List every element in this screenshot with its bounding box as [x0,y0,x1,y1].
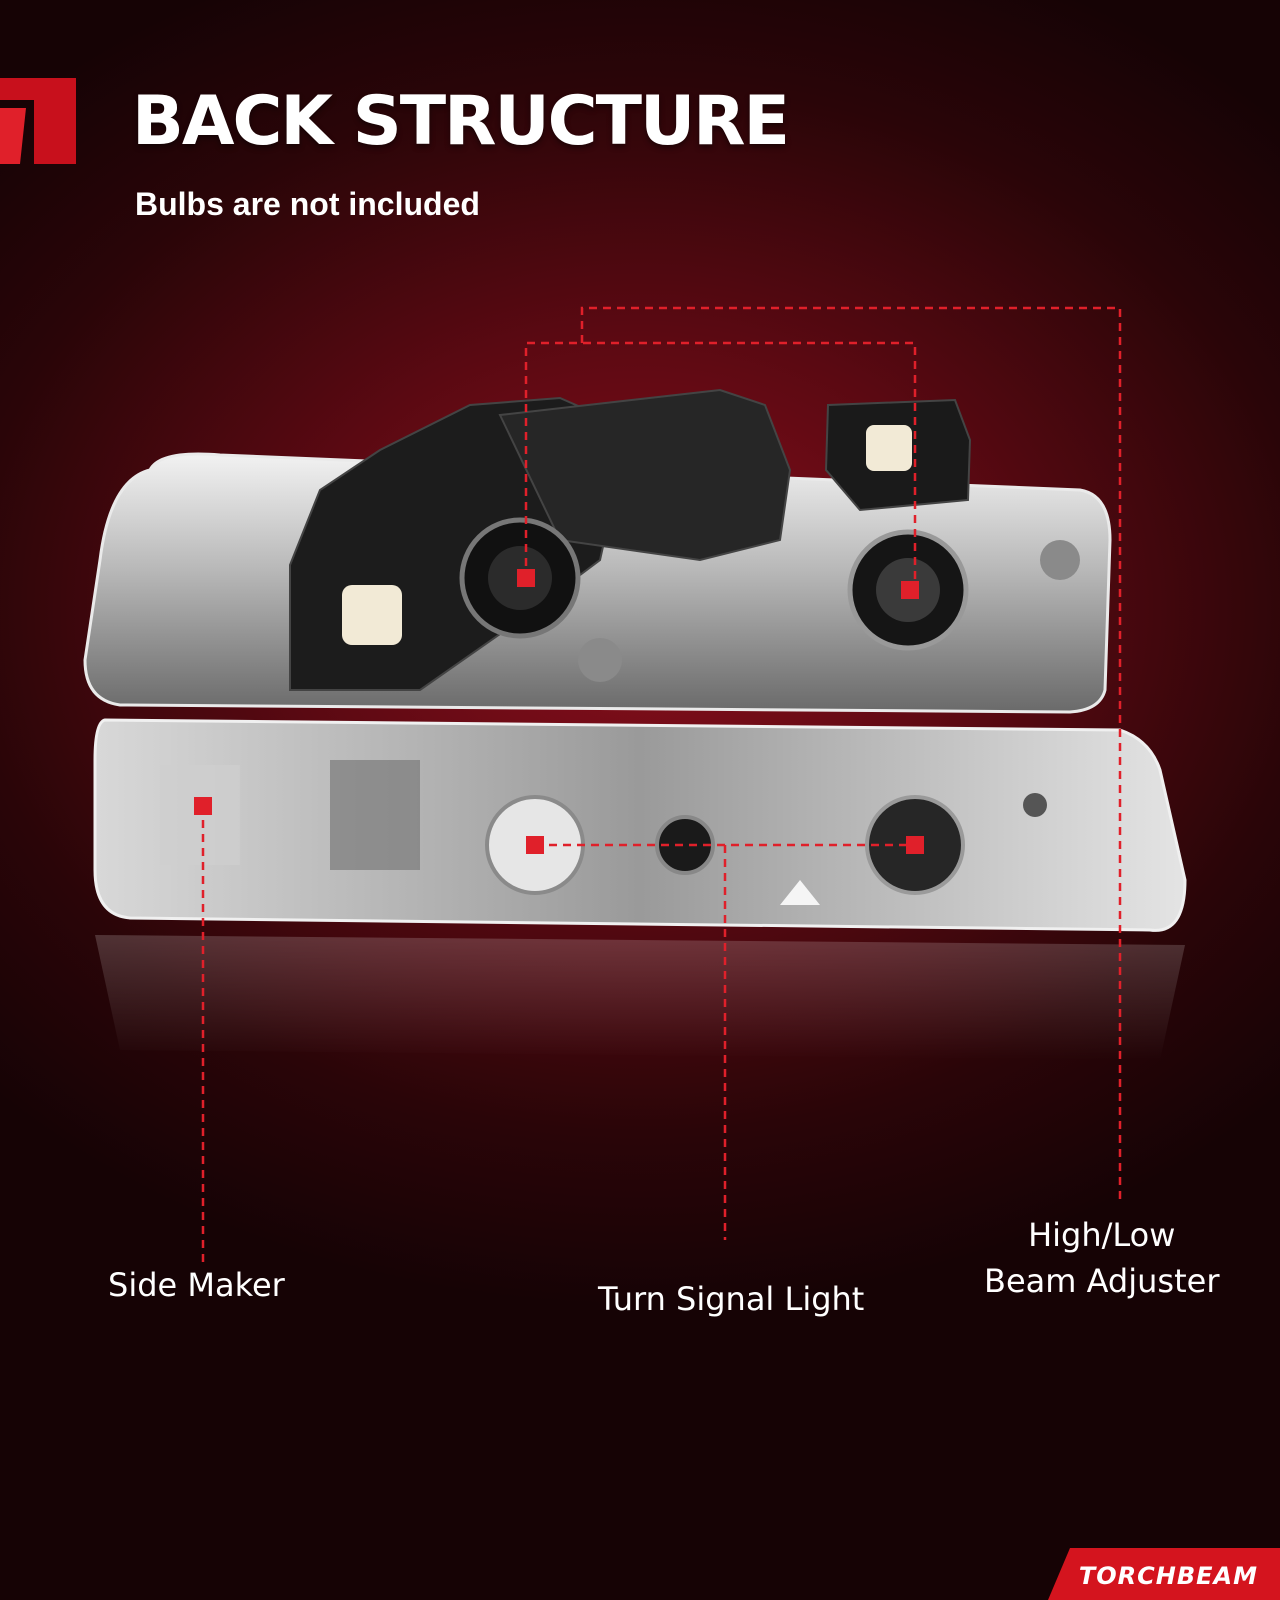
callout-beam-adjuster: High/Low Beam Adjuster [984,1212,1219,1304]
brand-corner-mark-icon [0,78,76,164]
marker-turn-left [526,836,544,854]
brand-badge [1048,1548,1280,1600]
callout-beam-adjuster-line2: Beam Adjuster [984,1262,1220,1300]
marker-side-marker [194,797,212,815]
lower-lamp-bar [93,718,1187,932]
adjuster-knob-right [866,425,912,471]
callout-turn-signal: Turn Signal Light [598,1280,865,1318]
marker-high-beam [901,581,919,599]
marker-turn-right [906,836,924,854]
marker-low-beam [517,569,535,587]
brand-logo-text: TORCHBEAM [1078,1562,1258,1590]
callout-side-marker: Side Maker [108,1266,285,1304]
adjuster-knob-left [342,585,402,645]
page-subtitle: Bulbs are not included [135,186,480,222]
page-title: BACK STRUCTURE [132,82,790,161]
rear-mount-center [498,388,792,562]
callout-beam-adjuster-line1: High/Low [1028,1216,1176,1254]
